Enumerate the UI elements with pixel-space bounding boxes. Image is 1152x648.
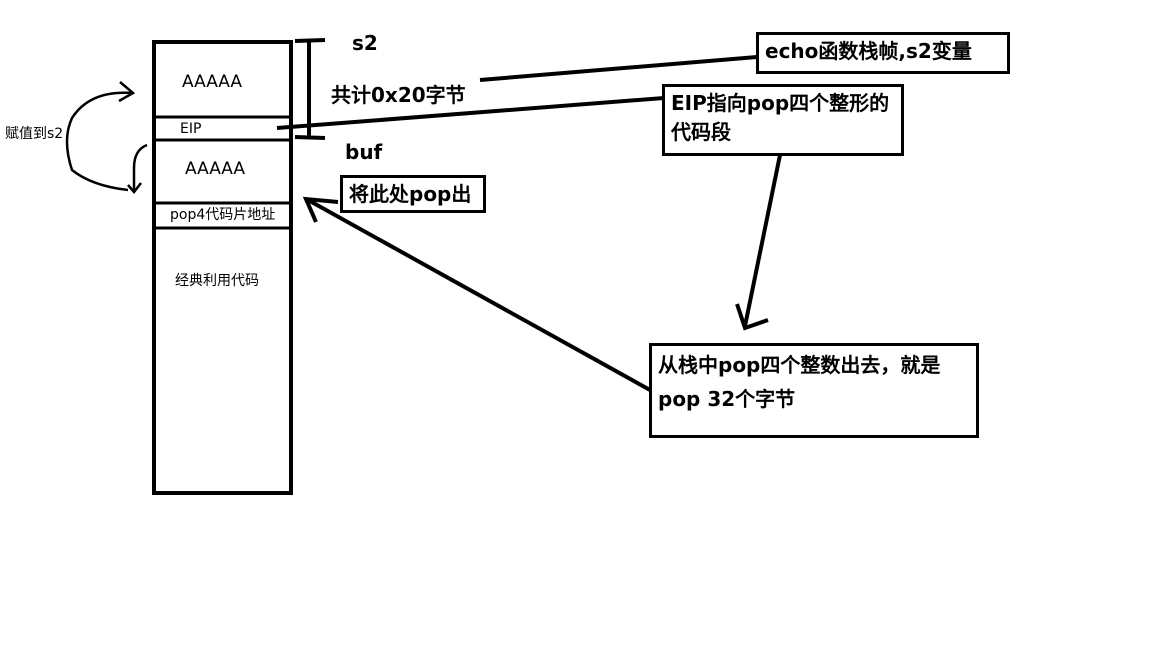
box-pop-here: 将此处pop出 [340, 175, 486, 213]
label-buf: buf [345, 140, 383, 164]
line-eip-to-box [276, 96, 665, 130]
box-pop-explain: 从栈中pop四个整数出去，就是pop 32个字节 [649, 343, 979, 438]
stack-cell-pop4-address: pop4代码片地址 [170, 207, 276, 223]
stack-cell-eip: EIP [180, 121, 202, 137]
label-total-bytes: 共计0x20字节 [331, 83, 466, 107]
arrow-to-pop4-head [302, 196, 339, 223]
arrow-to-pop4-line [307, 198, 651, 392]
line-to-echo-box [479, 55, 758, 82]
arrow-down-head [735, 303, 769, 331]
box-eip-points-to-pop: EIP指向pop四个整形的代码段 [662, 84, 904, 156]
assign-arrowhead [118, 81, 136, 103]
box-echo-frame: echo函数栈帧,s2变量 [756, 32, 1010, 74]
stack-outline [152, 40, 293, 495]
stack-cell-aaaaa-buf: AAAAA [185, 159, 246, 179]
left-brace-arrowhead [127, 182, 142, 194]
stack-cell-aaaaa-top: AAAAA [182, 72, 243, 92]
stack-cell-exploit-code: 经典利用代码 [175, 273, 259, 289]
left-brace-curve [132, 143, 148, 190]
label-assign-to-s2: 赋值到s2 [5, 126, 64, 142]
s2-bracket [294, 38, 326, 140]
assign-curve-arrow [65, 91, 133, 192]
arrow-down-line [743, 154, 782, 327]
label-s2: s2 [352, 31, 378, 55]
